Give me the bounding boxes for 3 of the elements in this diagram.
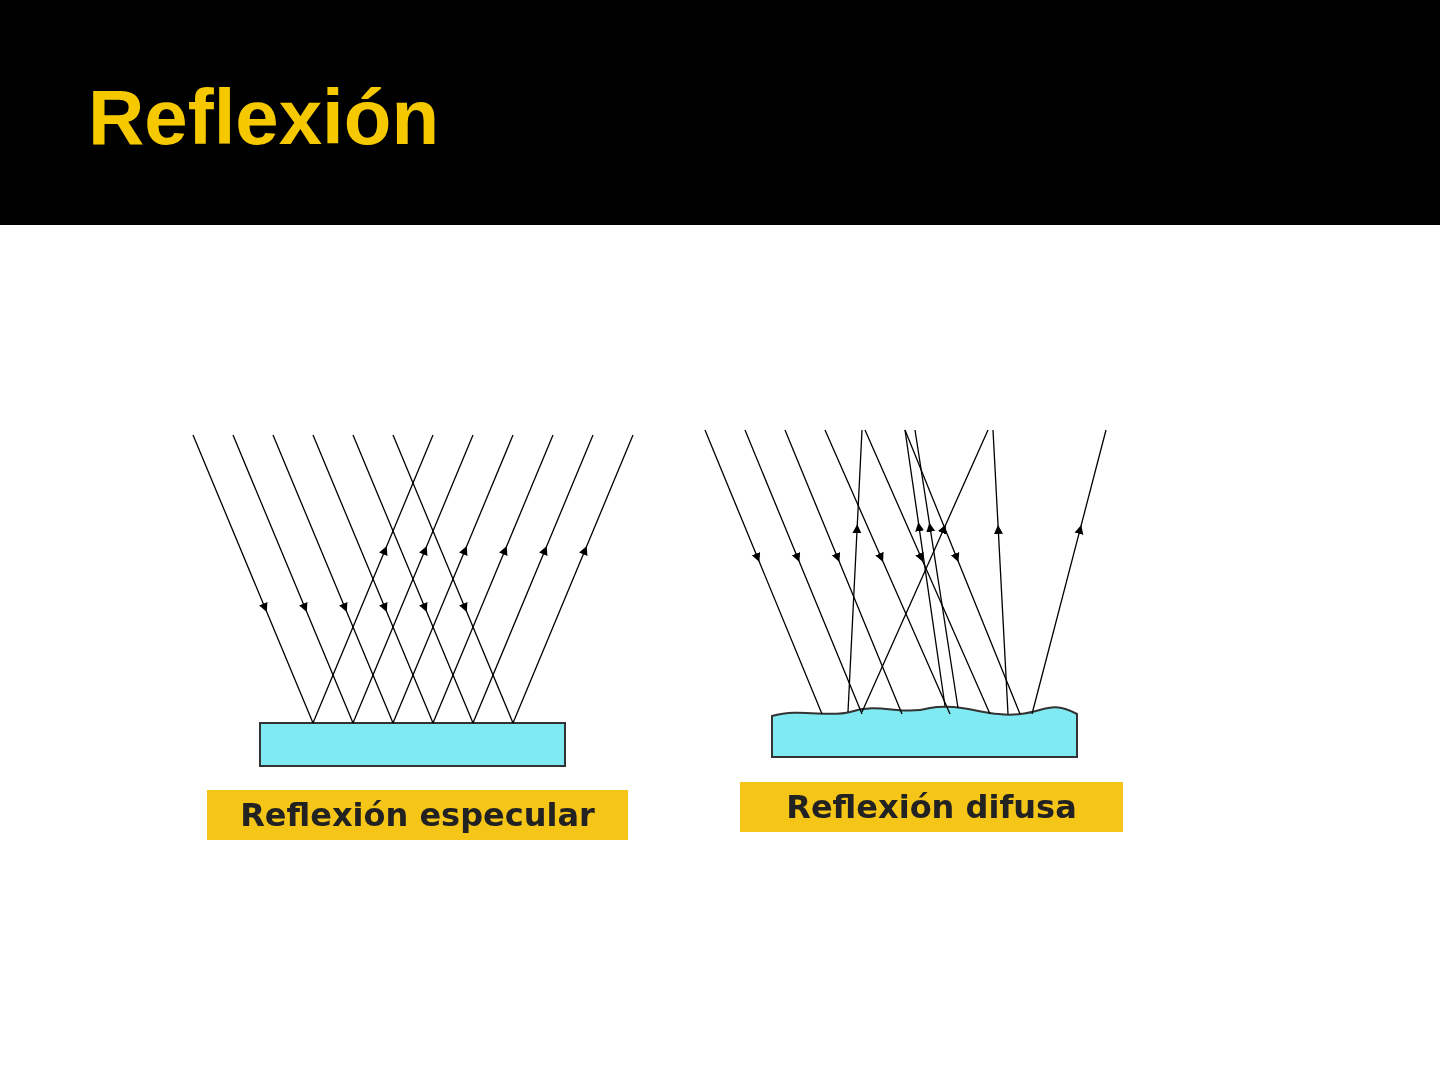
caption-label: Reflexión difusa — [740, 782, 1123, 832]
caption-label: Reflexión especular — [207, 790, 628, 840]
slide-title: Reflexión — [88, 78, 440, 156]
